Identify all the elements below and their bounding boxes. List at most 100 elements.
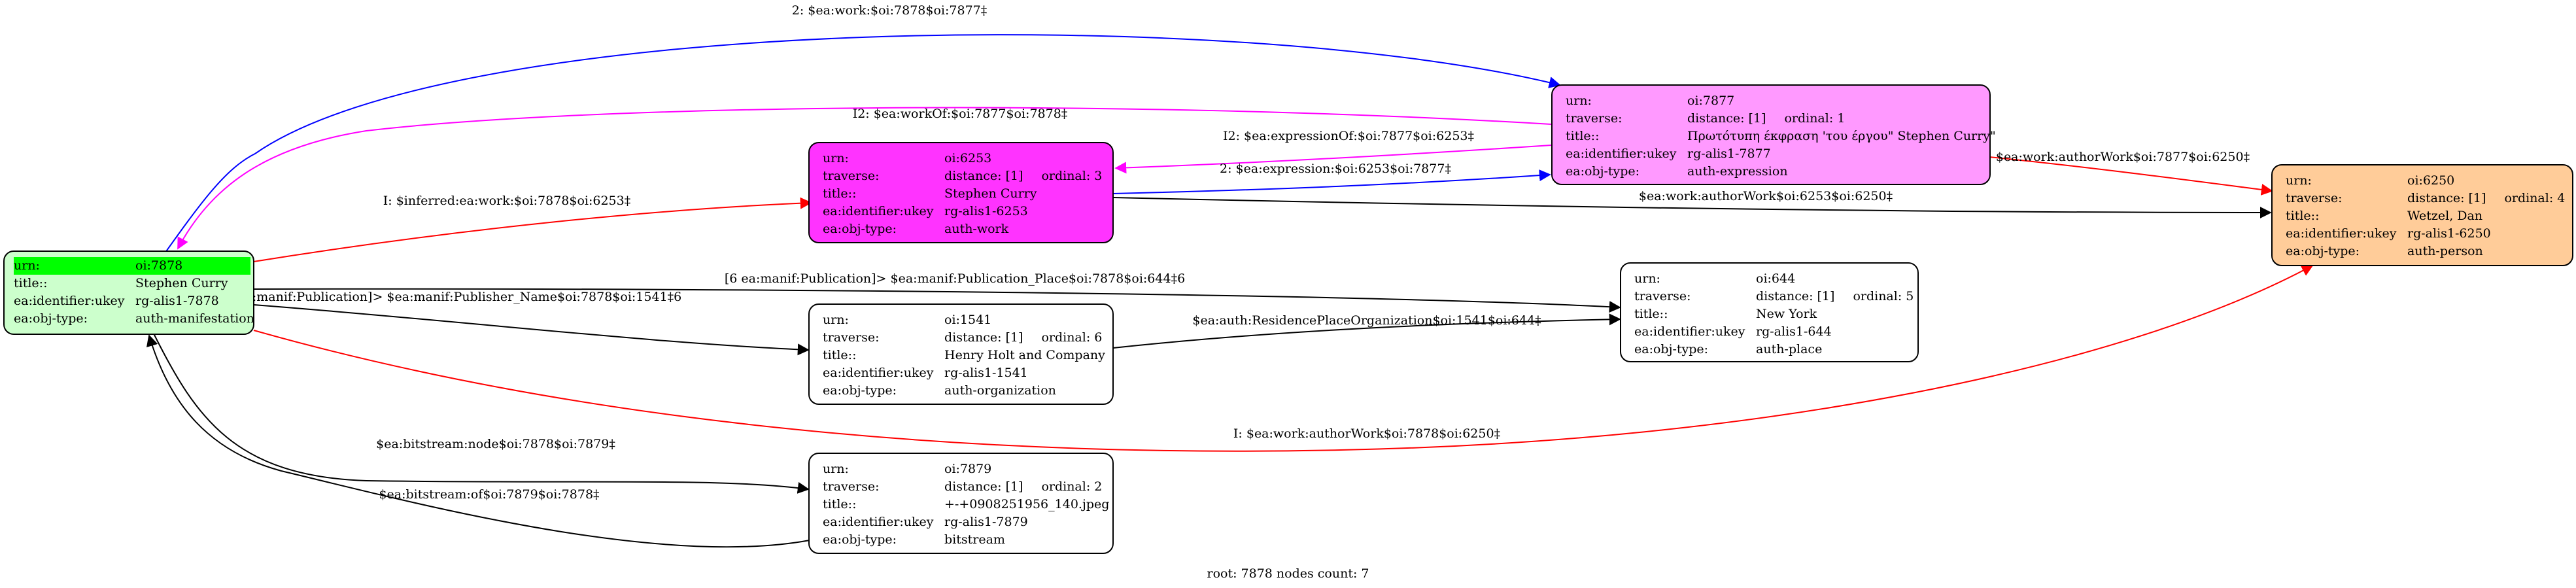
node-urn-row: urn: oi:6250 [2286, 172, 2564, 190]
edge-workof-7877-7878 [177, 107, 1552, 250]
node-ukey-row: ea:identifier:ukey rg-alis1-644 [1634, 323, 1910, 341]
node-traverse-row: traverse: distance: [1] ordinal: 3 [823, 167, 1105, 185]
node-title-row: title:: Stephen Curry [14, 275, 245, 292]
node-title-row: title:: Wetzel, Dan [2286, 207, 2564, 225]
objtype-label: ea:obj-type: [823, 383, 897, 398]
ukey-label: ea:identifier:ukey [1634, 324, 1745, 339]
node-objtype-row: ea:obj-type: auth-work [823, 220, 1105, 238]
title-label: title:: [1566, 129, 1600, 143]
node-urn-row: urn: oi:644 [1634, 270, 1910, 288]
urn-label: urn: [1634, 271, 1660, 286]
title-value: New York [1756, 307, 1817, 321]
node-oi-1541[interactable]: urn: oi:1541 traverse: distance: [1] ord… [808, 303, 1114, 405]
edge-publication-place-7878-644 [253, 288, 1621, 313]
ordinal-value: ordinal: 6 [1041, 330, 1103, 345]
urn-label: urn: [823, 151, 849, 165]
node-ukey-row: ea:identifier:ukey rg-alis1-6253 [823, 203, 1105, 220]
title-label: title:: [823, 348, 857, 362]
title-value: Stephen Curry [135, 276, 228, 290]
ukey-value: rg-alis1-7878 [135, 294, 219, 308]
node-oi-7879[interactable]: urn: oi:7879 traverse: distance: [1] ord… [808, 453, 1114, 554]
edge-expression-6253-7877 [1112, 169, 1551, 194]
node-oi-6253[interactable]: urn: oi:6253 traverse: distance: [1] ord… [808, 142, 1114, 243]
edge-work-7878-7877 [146, 34, 1561, 279]
edge-label-residence: $ea:auth:ResidencePlaceOrganization$oi:1… [1192, 313, 1541, 328]
edge-label-workof: I2: $ea:workOf:$oi:7877$oi:7878‡ [853, 107, 1068, 121]
edge-label-inferred: I: $inferred:ea:work:$oi:7878$oi:6253‡ [383, 194, 631, 208]
urn-value: oi:7877 [1687, 94, 1735, 108]
node-objtype-row: ea:obj-type: bitstream [823, 531, 1105, 549]
node-oi-6250[interactable]: urn: oi:6250 traverse: distance: [1] ord… [2271, 164, 2573, 266]
ordinal-value: ordinal: 5 [1853, 289, 1914, 303]
title-value: Henry Holt and Company [944, 348, 1105, 362]
objtype-label: ea:obj-type: [823, 222, 897, 236]
ukey-label: ea:identifier:ukey [2286, 226, 2397, 241]
node-title-row: title:: +-+0908251956_140.jpeg [823, 496, 1109, 513]
urn-value: oi:7879 [944, 462, 992, 476]
edge-label-expression: 2: $ea:expression:$oi:6253$oi:7877‡ [1220, 162, 1451, 176]
urn-value: oi:644 [1756, 271, 1796, 286]
node-urn-row: urn: oi:7877 [1566, 92, 1982, 110]
distance-value: distance: [1] [944, 169, 1023, 183]
distance-value: distance: [1] [2407, 191, 2486, 205]
node-objtype-row: ea:obj-type: auth-expression [1566, 163, 1982, 181]
node-oi-644[interactable]: urn: oi:644 traverse: distance: [1] ordi… [1620, 262, 1919, 362]
node-oi-7878[interactable]: urn: oi:7878 title:: Stephen Curry ea:id… [3, 251, 254, 335]
objtype-value: auth-organization [944, 383, 1056, 398]
edge-residence-1541-644 [1112, 313, 1621, 349]
traverse-label: traverse: [1566, 111, 1623, 126]
edge-authorwork-7877-6250 [1989, 156, 2273, 196]
node-urn-row: urn: oi:6253 [823, 150, 1105, 167]
node-title-row: title:: Stephen Curry [823, 185, 1105, 203]
ukey-value: rg-alis1-7879 [944, 515, 1028, 529]
title-label: title:: [823, 497, 857, 511]
urn-label: urn: [2286, 173, 2312, 188]
ukey-value: rg-alis1-6253 [944, 204, 1028, 218]
title-value: Πρωτότυπη έκφραση 'του έργου" Stephen Cu… [1687, 129, 1996, 143]
node-title-row: title:: Henry Holt and Company [823, 347, 1105, 364]
ukey-value: rg-alis1-1541 [944, 366, 1028, 380]
objtype-value: bitstream [944, 532, 1005, 547]
graph-footer: root: 7878 nodes count: 7 [1207, 566, 1369, 581]
traverse-label: traverse: [823, 330, 880, 345]
ukey-label: ea:identifier:ukey [1566, 147, 1677, 161]
node-urn-row: urn: oi:7879 [823, 460, 1105, 478]
objtype-value: auth-work [944, 222, 1009, 236]
objtype-label: ea:obj-type: [14, 311, 88, 326]
node-ukey-row: ea:identifier:ukey rg-alis1-1541 [823, 364, 1105, 382]
title-value: Wetzel, Dan [2407, 209, 2483, 223]
urn-label: urn: [1566, 94, 1592, 108]
edge-authorwork-7878-6250 [253, 265, 2314, 452]
edge-label-work: 2: $ea:work:$oi:7878$oi:7877‡ [792, 3, 987, 18]
title-label: title:: [14, 276, 48, 290]
node-ukey-row: ea:identifier:ukey rg-alis1-6250 [2286, 225, 2564, 243]
objtype-value: auth-expression [1687, 164, 1788, 179]
node-oi-7877[interactable]: urn: oi:7877 traverse: distance: [1] ord… [1551, 84, 1996, 185]
node-ukey-row: ea:identifier:ukey rg-alis1-7879 [823, 513, 1105, 531]
ordinal-value: ordinal: 3 [1041, 169, 1103, 183]
traverse-label: traverse: [823, 479, 880, 494]
node-title-row: title:: Πρωτότυπη έκφραση 'του έργου" St… [1566, 128, 1996, 145]
urn-label: urn: [823, 462, 849, 476]
objtype-label: ea:obj-type: [1634, 342, 1709, 356]
edge-inferred-7878-6253 [253, 197, 812, 262]
objtype-value: auth-manifestation [135, 311, 254, 326]
edge-authorwork-6253-6250 [1112, 197, 2272, 218]
objtype-value: auth-person [2407, 244, 2483, 258]
urn-label: urn: [14, 258, 40, 273]
urn-value: oi:6253 [944, 151, 992, 165]
ukey-label: ea:identifier:ukey [14, 294, 125, 308]
edge-label-authorwork-7878: I: $ea:work:authorWork$oi:7878$oi:6250‡ [1233, 426, 1500, 441]
ukey-value: rg-alis1-7877 [1687, 147, 1771, 161]
objtype-value: auth-place [1756, 342, 1823, 356]
traverse-label: traverse: [1634, 289, 1691, 303]
ukey-label: ea:identifier:ukey [823, 515, 934, 529]
ukey-label: ea:identifier:ukey [823, 366, 934, 380]
edge-publisher-7878-1541 [253, 304, 810, 356]
traverse-label: traverse: [2286, 191, 2343, 205]
edge-bitstream-of-7879-7878 [146, 334, 810, 548]
title-value: +-+0908251956_140.jpeg [944, 497, 1110, 511]
title-label: title:: [2286, 209, 2320, 223]
ukey-value: rg-alis1-644 [1756, 324, 1832, 339]
